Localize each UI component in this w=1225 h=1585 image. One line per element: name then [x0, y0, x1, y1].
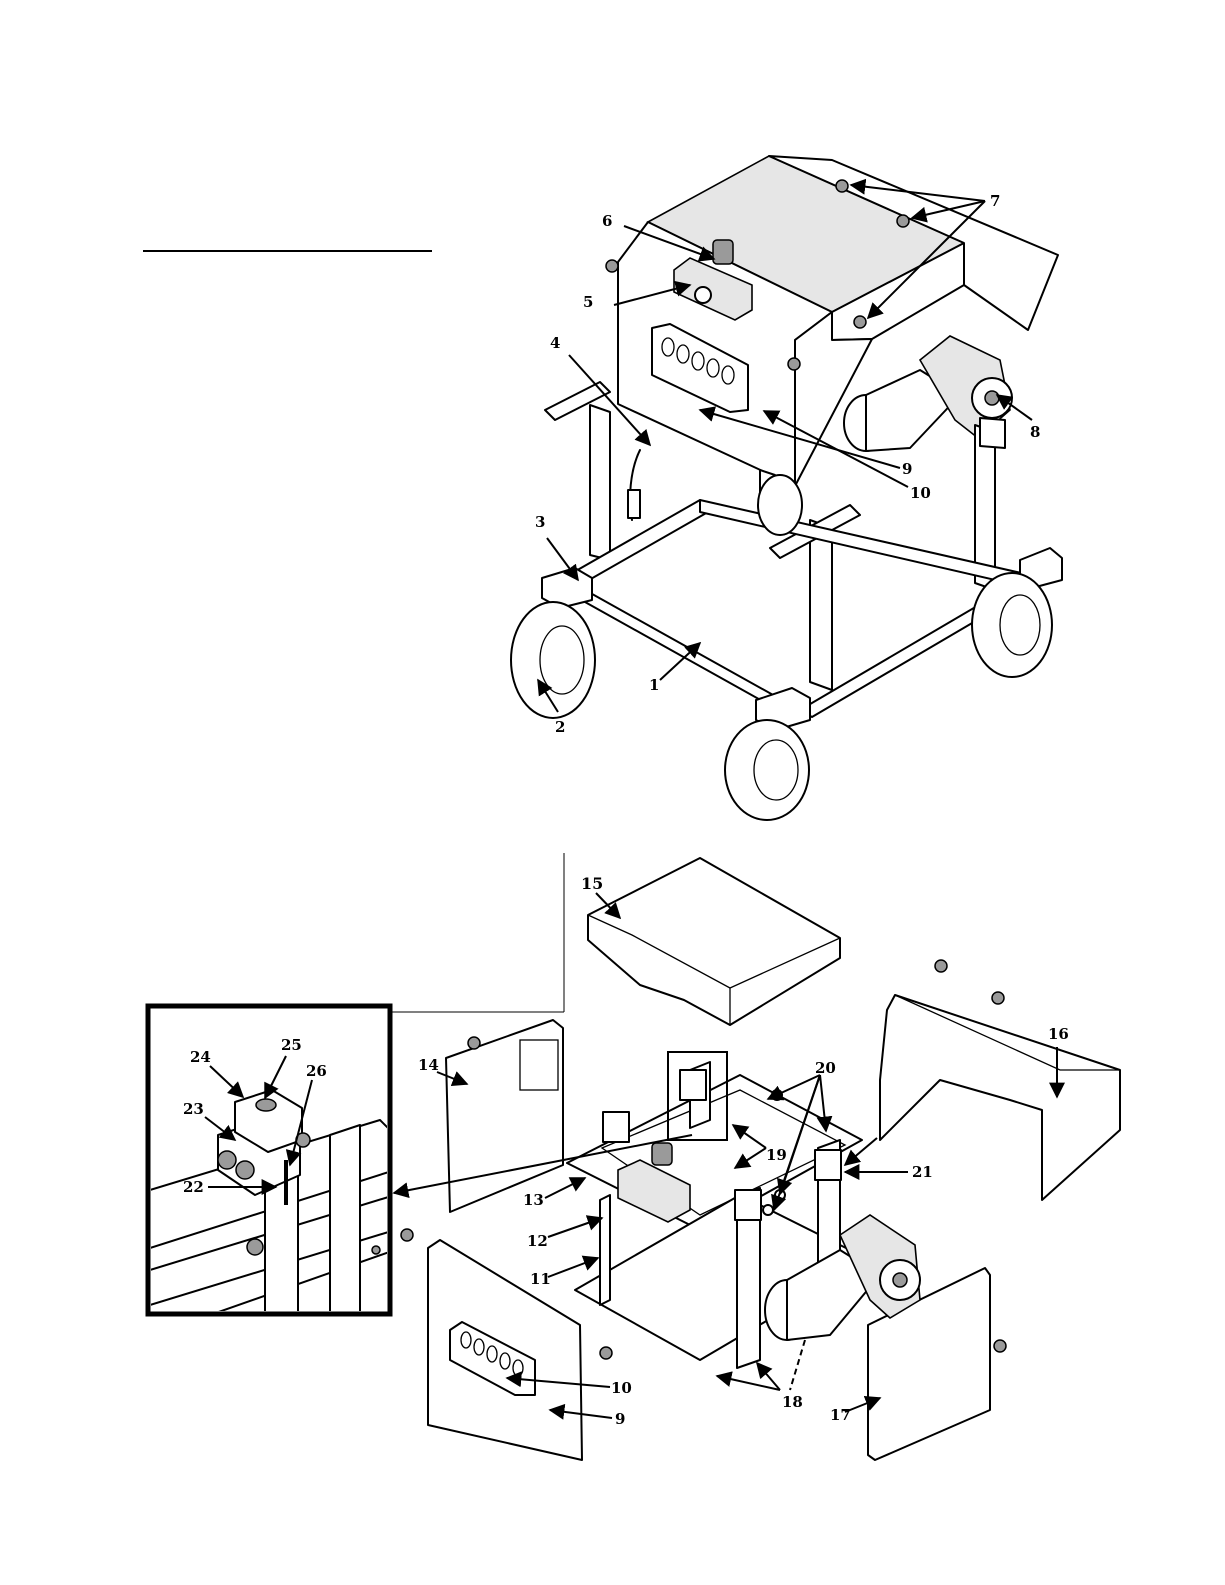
detail-inset	[148, 1006, 395, 1320]
callout-5: 5	[583, 293, 593, 311]
callout-2: 2	[555, 718, 565, 736]
callout-22: 22	[183, 1178, 204, 1196]
callout-20: 20	[815, 1059, 836, 1077]
callout-13: 13	[523, 1191, 544, 1209]
callout-17: 17	[830, 1406, 851, 1424]
callout-15: 15	[581, 874, 603, 893]
callout-23: 23	[183, 1100, 204, 1118]
callout-9: 9	[902, 460, 912, 478]
callout-25: 25	[281, 1036, 302, 1054]
assembled-machine-view	[511, 156, 1062, 820]
callout-24: 24	[190, 1048, 211, 1066]
callout-18: 18	[782, 1393, 803, 1411]
callout-4: 4	[550, 334, 560, 352]
callout-10: 10	[910, 484, 931, 502]
callout-6: 6	[602, 212, 612, 230]
callout-1: 1	[649, 676, 659, 694]
callout-26: 26	[306, 1062, 327, 1080]
callout-19: 19	[766, 1146, 787, 1164]
callout-21: 21	[912, 1163, 933, 1181]
callout-3: 3	[535, 513, 545, 531]
callout-7: 7	[990, 192, 1000, 210]
callout-11: 11	[530, 1270, 551, 1288]
callout-14: 14	[418, 1056, 439, 1074]
callout-16: 16	[1048, 1025, 1069, 1043]
callout-9b: 9	[615, 1410, 625, 1428]
callout-12: 12	[527, 1232, 548, 1250]
callout-10b: 10	[611, 1379, 632, 1397]
callout-8: 8	[1030, 423, 1040, 441]
exploded-view	[392, 853, 1120, 1460]
